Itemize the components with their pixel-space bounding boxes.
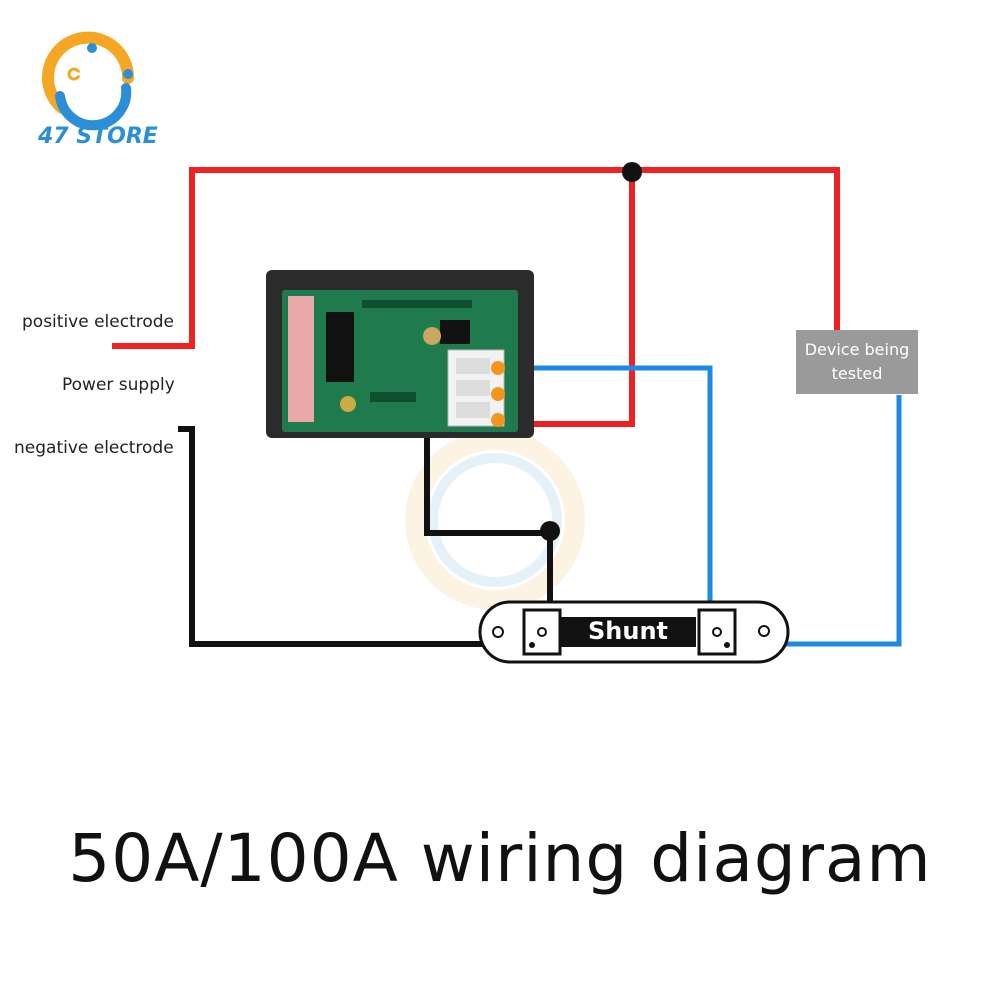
diagram-title: 50A/100A wiring diagram [68,820,932,897]
device-under-test-label: Device being tested [804,340,910,383]
meter-module [266,270,534,438]
device-under-test-box: Device being tested [796,330,918,394]
negative-electrode-label: negative electrode [14,438,174,458]
watermark-logo [405,430,585,610]
shunt [478,600,790,664]
power-supply-label: Power supply [62,375,175,395]
negative-junction-dot [540,521,560,541]
brand-name: 47 STORE [38,124,158,149]
shunt-label: Shunt [587,617,668,645]
positive-junction-dot [622,162,642,182]
store-logo [42,31,135,131]
positive-wire [112,167,840,427]
sense-wire [498,365,902,647]
positive-electrode-label: positive electrode [22,312,175,332]
